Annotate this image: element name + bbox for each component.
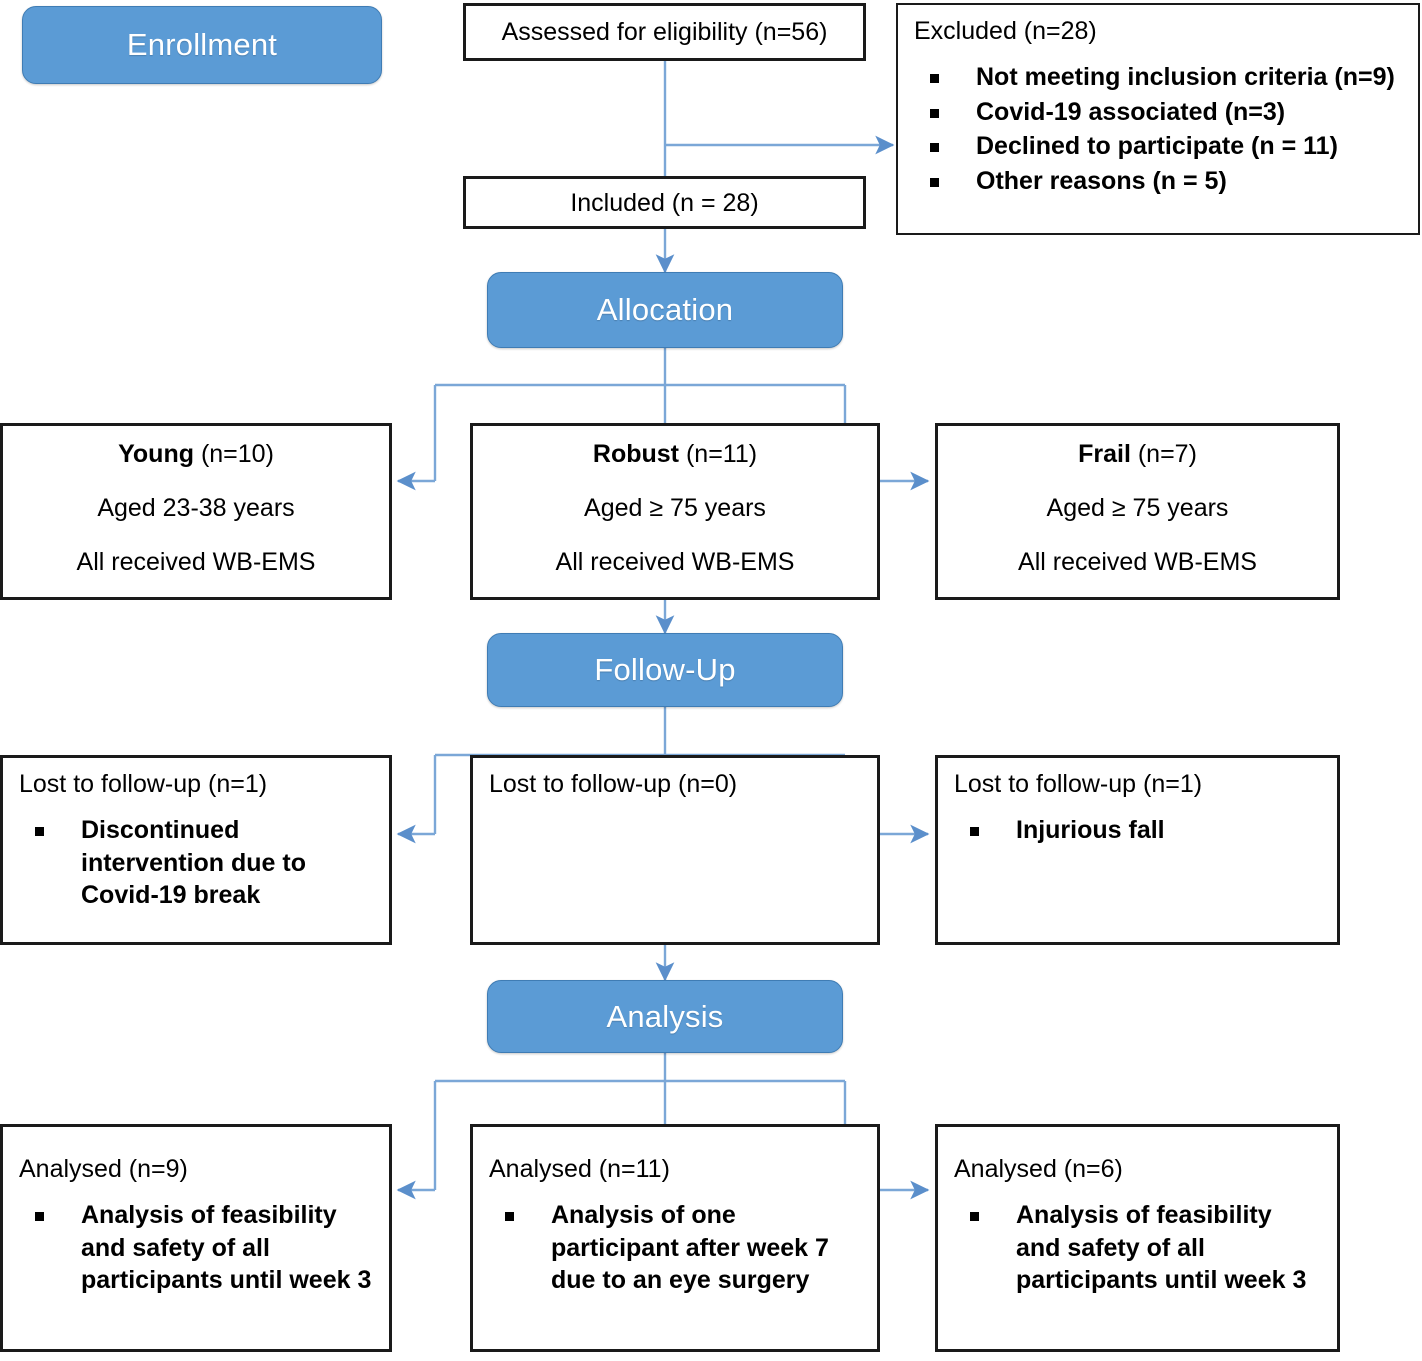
frail-intervention: All received WB-EMS xyxy=(1018,548,1257,576)
stage-label-followup: Follow-Up xyxy=(594,652,736,687)
followup-frail-title: Lost to follow-up (n=1) xyxy=(954,770,1203,798)
analysed-young-list: Analysis of feasibility and safety of al… xyxy=(19,1199,373,1297)
node-group-robust: Robust (n=11) Aged ≥ 75 years All receiv… xyxy=(470,423,880,600)
square-bullet-icon xyxy=(35,827,44,836)
list-item: Covid-19 associated (n=3) xyxy=(914,96,1402,129)
node-group-young: Young (n=10) Aged 23-38 years All receiv… xyxy=(0,423,392,600)
square-bullet-icon xyxy=(930,177,939,187)
node-analysed-frail: Analysed (n=6) Analysis of feasibility a… xyxy=(935,1124,1340,1352)
node-followup-young: Lost to follow-up (n=1) Discontinued int… xyxy=(0,755,392,945)
list-item: Other reasons (n = 5) xyxy=(914,165,1402,198)
followup-young-list: Discontinued intervention due to Covid-1… xyxy=(19,814,373,912)
young-heading: Young (n=10) xyxy=(118,440,274,468)
square-bullet-icon xyxy=(930,108,939,118)
node-group-frail: Frail (n=7) Aged ≥ 75 years All received… xyxy=(935,423,1340,600)
stage-label-enrollment: Enrollment xyxy=(126,27,278,62)
excluded-title: Excluded (n=28) xyxy=(914,17,1097,45)
analysed-frail-list: Analysis of feasibility and safety of al… xyxy=(954,1199,1321,1297)
stage-banner-followup: Follow-Up xyxy=(487,633,843,707)
list-item: Analysis of feasibility and safety of al… xyxy=(954,1199,1321,1297)
square-bullet-icon xyxy=(35,1212,44,1221)
list-item: Injurious fall xyxy=(954,814,1321,847)
list-item: Not meeting inclusion criteria (n=9) xyxy=(914,61,1402,94)
node-excluded: Excluded (n=28) Not meeting inclusion cr… xyxy=(896,3,1420,235)
list-item: Analysis of feasibility and safety of al… xyxy=(19,1199,373,1297)
node-followup-frail: Lost to follow-up (n=1) Injurious fall xyxy=(935,755,1340,945)
robust-age: Aged ≥ 75 years xyxy=(584,494,766,522)
frail-heading: Frail (n=7) xyxy=(1078,440,1197,468)
list-item: Declined to participate (n = 11) xyxy=(914,130,1402,163)
list-item: Discontinued intervention due to Covid-1… xyxy=(19,814,373,912)
robust-heading: Robust (n=11) xyxy=(592,440,758,468)
square-bullet-icon xyxy=(930,74,939,83)
node-analysed-robust: Analysed (n=11) Analysis of one particip… xyxy=(470,1124,880,1352)
node-assessed-for-eligibility: Assessed for eligibility (n=56) xyxy=(463,3,866,61)
stage-banner-enrollment: Enrollment xyxy=(22,6,382,84)
stage-label-allocation: Allocation xyxy=(596,292,734,327)
stage-label-analysis: Analysis xyxy=(606,998,724,1034)
node-followup-robust: Lost to follow-up (n=0) xyxy=(470,755,880,945)
analysed-robust-title: Analysed (n=11) xyxy=(489,1155,670,1183)
young-intervention: All received WB-EMS xyxy=(76,548,316,576)
square-bullet-icon xyxy=(970,827,979,836)
analysed-young-title: Analysed (n=9) xyxy=(19,1155,188,1183)
assessed-label: Assessed for eligibility (n=56) xyxy=(501,18,828,46)
square-bullet-icon xyxy=(505,1212,514,1221)
analysed-frail-title: Analysed (n=6) xyxy=(954,1155,1123,1183)
followup-young-title: Lost to follow-up (n=1) xyxy=(19,770,268,798)
square-bullet-icon xyxy=(970,1212,979,1221)
robust-intervention: All received WB-EMS xyxy=(555,548,795,576)
young-age: Aged 23-38 years xyxy=(97,494,295,522)
node-analysed-young: Analysed (n=9) Analysis of feasibility a… xyxy=(0,1124,392,1352)
followup-frail-list: Injurious fall xyxy=(954,814,1321,847)
followup-robust-title: Lost to follow-up (n=0) xyxy=(489,770,738,798)
stage-banner-analysis: Analysis xyxy=(487,980,843,1053)
excluded-reason-list: Not meeting inclusion criteria (n=9) Cov… xyxy=(914,61,1402,197)
included-label: Included (n = 28) xyxy=(570,188,759,217)
list-item: Analysis of one participant after week 7… xyxy=(489,1199,861,1297)
analysed-robust-list: Analysis of one participant after week 7… xyxy=(489,1199,861,1297)
node-included: Included (n = 28) xyxy=(463,176,866,229)
frail-age: Aged ≥ 75 years xyxy=(1046,494,1229,522)
square-bullet-icon xyxy=(930,143,939,152)
stage-banner-allocation: Allocation xyxy=(487,272,843,348)
